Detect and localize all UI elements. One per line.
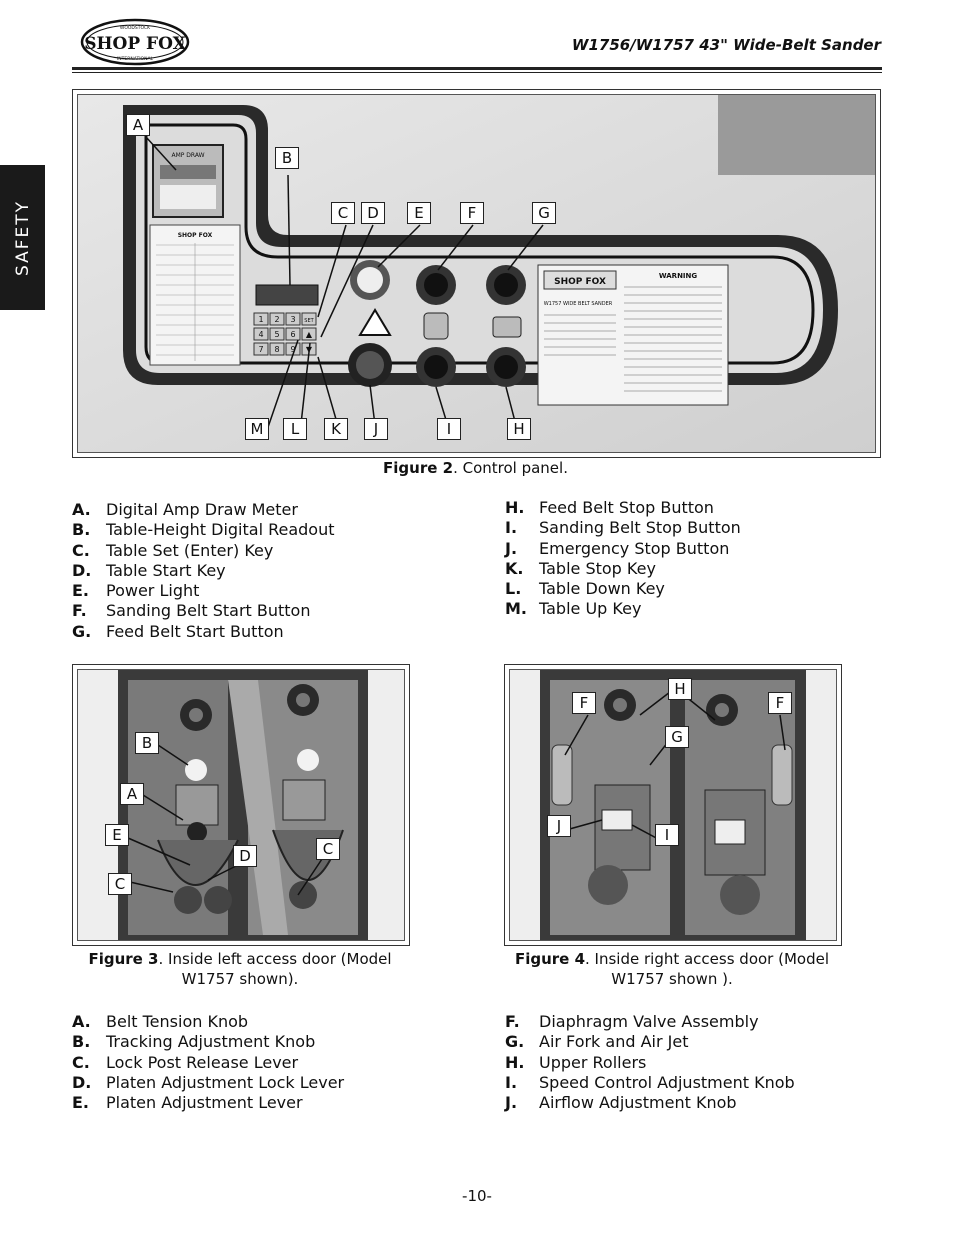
header-rule [72, 67, 882, 70]
legend-item: I.Speed Control Adjustment Knob [505, 1072, 795, 1092]
figure-4-caption-label: Figure 4 [514, 950, 586, 968]
legend-item: I.Sanding Belt Stop Button [505, 518, 741, 538]
svg-text:3: 3 [290, 315, 295, 324]
svg-text:8: 8 [274, 345, 279, 354]
svg-text:SET: SET [304, 318, 314, 324]
legend-item: E.Power Light [72, 581, 200, 601]
legend-item: K.Table Stop Key [505, 558, 656, 578]
legend-item: B.Tracking Adjustment Knob [72, 1032, 316, 1052]
right-access-door-illustration [510, 670, 836, 940]
callout-e: E [105, 824, 129, 846]
callout-j: J [364, 418, 388, 440]
legend-item: F.Sanding Belt Start Button [72, 601, 311, 621]
legend-item: D.Table Start Key [72, 560, 226, 580]
svg-text:WARNING: WARNING [659, 272, 698, 280]
side-tab-label: SAFETY [12, 199, 33, 276]
callout-c-left: C [108, 873, 132, 895]
callout-m: M [245, 418, 269, 440]
legend-item: J.Emergency Stop Button [505, 538, 730, 558]
legend-item: A.Digital Amp Draw Meter [72, 500, 298, 519]
svg-text:AMP DRAW: AMP DRAW [171, 152, 204, 159]
callout-l: L [283, 418, 307, 440]
figure-3-caption-label: Figure 3 [88, 950, 159, 968]
legend-item: L.Table Down Key [505, 579, 665, 599]
callout-k: K [324, 418, 348, 440]
callout-d: D [361, 202, 385, 224]
figure-3-legend: A.Belt Tension Knob B.Tracking Adjustmen… [72, 1012, 344, 1113]
callout-c: C [331, 202, 355, 224]
figure-2-photo: AMP DRAW SHOP FOX 1 2 3 SET [72, 89, 881, 458]
figure-2-caption-text: . Control panel. [453, 459, 568, 477]
svg-text:7: 7 [258, 345, 263, 354]
callout-d: D [233, 845, 257, 867]
figure-3-caption: Figure 3. Inside left access door (Model… [72, 949, 408, 989]
shop-fox-logo: SHOP FOX WOODSTOCK INTERNATIONAL [80, 18, 190, 66]
svg-text:SHOP FOX: SHOP FOX [84, 34, 186, 54]
callout-h: H [507, 418, 531, 440]
svg-text:9: 9 [290, 345, 295, 354]
svg-text:WOODSTOCK: WOODSTOCK [120, 25, 151, 31]
svg-text:6: 6 [290, 330, 295, 339]
legend-item: G.Air Fork and Air Jet [505, 1032, 689, 1052]
figure-4-caption: Figure 4. Inside right access door (Mode… [504, 949, 840, 989]
document-title: W1756/W1757 43" Wide-Belt Sander [571, 36, 881, 54]
callout-a: A [126, 114, 150, 136]
figure-2-caption-label: Figure 2 [383, 459, 454, 477]
svg-text:SHOP FOX: SHOP FOX [178, 232, 213, 239]
figure-4-photo: H F F G J I [504, 664, 842, 946]
legend-item: H.Feed Belt Stop Button [505, 498, 714, 517]
callout-f: F [460, 202, 484, 224]
svg-text:INTERNATIONAL: INTERNATIONAL [117, 56, 154, 62]
callout-h: H [668, 678, 692, 700]
callout-b: B [275, 147, 299, 169]
figure-4-legend: F.Diaphragm Valve Assembly G.Air Fork an… [505, 1012, 795, 1113]
legend-item: F.Diaphragm Valve Assembly [505, 1012, 759, 1031]
legend-item: C.Lock Post Release Lever [72, 1052, 299, 1072]
svg-text:W1757 WIDE BELT SANDER: W1757 WIDE BELT SANDER [544, 301, 613, 307]
svg-text:1: 1 [258, 315, 263, 324]
svg-text:4: 4 [258, 330, 263, 339]
legend-item: E.Platen Adjustment Lever [72, 1093, 303, 1113]
page-number: -10- [462, 1187, 492, 1205]
legend-item: H.Upper Rollers [505, 1052, 647, 1072]
legend-item: A.Belt Tension Knob [72, 1012, 249, 1031]
section-side-tab: SAFETY [0, 165, 45, 310]
figure-2-legend-left: A.Digital Amp Draw Meter B.Table-Height … [72, 500, 335, 642]
legend-item: G.Feed Belt Start Button [72, 621, 284, 641]
callout-f-right: F [768, 692, 792, 714]
svg-text:2: 2 [274, 315, 279, 324]
legend-item: C.Table Set (Enter) Key [72, 540, 274, 560]
figure-2-legend-right: H.Feed Belt Stop Button I.Sanding Belt S… [505, 498, 741, 620]
callout-j: J [547, 815, 571, 837]
svg-text:5: 5 [274, 330, 279, 339]
figure-2-caption: Figure 2. Control panel. [72, 458, 879, 478]
figure-3-photo: B A E D C C [72, 664, 410, 946]
svg-text:SHOP FOX: SHOP FOX [554, 277, 606, 287]
legend-item: B.Table-Height Digital Readout [72, 520, 335, 540]
callout-a: A [120, 783, 144, 805]
callout-g: G [532, 202, 556, 224]
callout-i: I [655, 824, 679, 846]
legend-item: J.Airflow Adjustment Knob [505, 1093, 737, 1113]
callout-i: I [437, 418, 461, 440]
figure-3-caption-text: . Inside left access door (Model W1757 s… [158, 950, 392, 988]
left-access-door-illustration [78, 670, 404, 940]
legend-item: M.Table Up Key [505, 599, 642, 619]
callout-f-left: F [572, 692, 596, 714]
svg-text:▲: ▲ [306, 330, 313, 339]
callout-c-right: C [316, 838, 340, 860]
control-panel-illustration: AMP DRAW SHOP FOX 1 2 3 SET [78, 95, 875, 452]
figure-4-caption-text: . Inside right access door (Model W1757 … [585, 950, 830, 988]
legend-item: D.Platen Adjustment Lock Lever [72, 1072, 345, 1092]
callout-b: B [135, 732, 159, 754]
header-rule-thin [72, 72, 882, 73]
callout-e: E [407, 202, 431, 224]
callout-g: G [665, 726, 689, 748]
